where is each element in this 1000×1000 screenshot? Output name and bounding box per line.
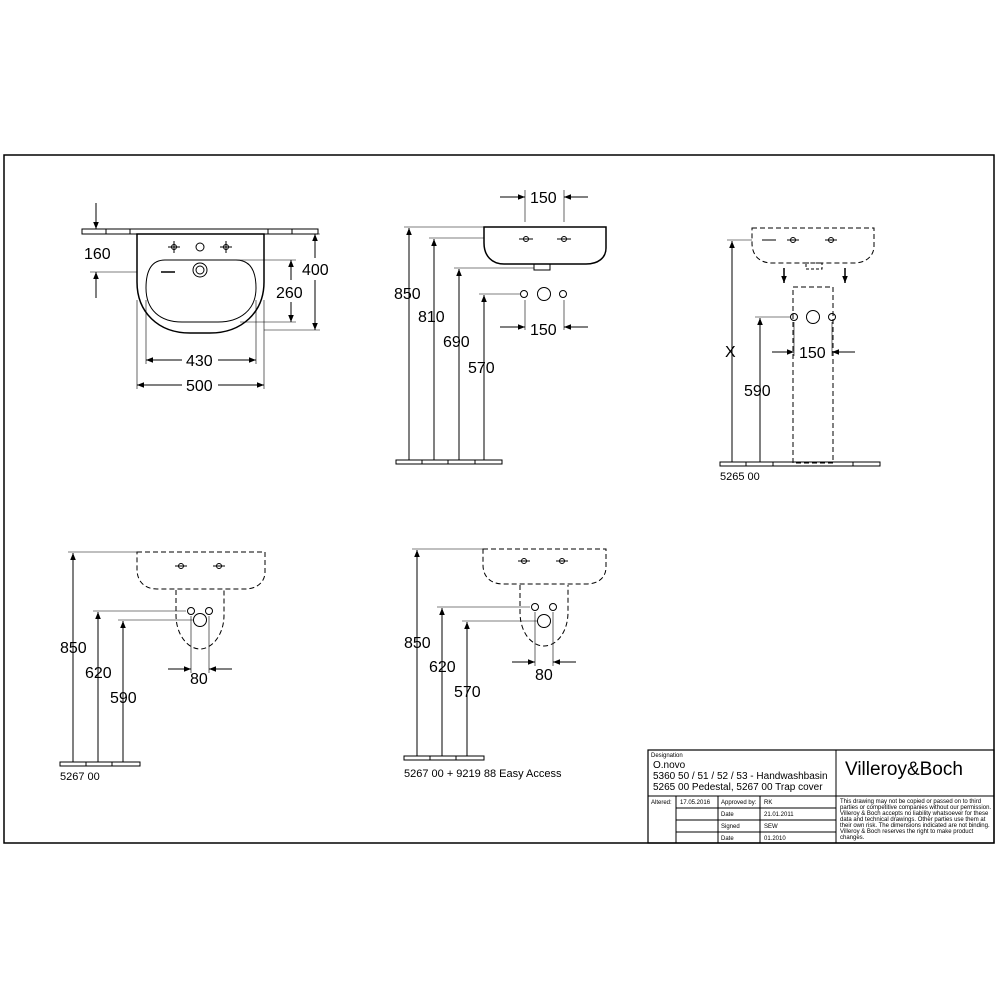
date2-label: Date [721,836,734,842]
dim-620-label: 620 [85,665,112,682]
tap-hole-icon [519,236,533,242]
dim-850-label: 850 [60,640,87,657]
easy-access-view [403,548,607,761]
altered-label: Altered: [651,800,672,806]
tap-hole-cross-icon [168,241,180,253]
tap-hole-icon [175,563,187,569]
supply-valve-icon [549,603,557,611]
brand-logo: Villeroy&Boch [845,759,963,780]
tap-hole-icon [195,242,205,252]
altered-date: 17.05.2016 [680,800,711,806]
dim-690-label: 690 [443,334,470,351]
dim-570-label: 570 [468,360,495,377]
disclaimer-line: their own risk. The dimensions indicated… [840,823,990,829]
tap-hole-icon [557,236,571,242]
dim-570-label: 570 [454,684,481,701]
waste-outlet-icon [193,613,207,627]
signed-label: Signed [721,824,740,830]
date-label: Date [721,812,734,818]
tap-hole-icon [518,558,530,564]
waste-outlet-icon [806,310,820,324]
dim-80-label: 80 [190,671,208,688]
basin-side-outline [483,226,607,265]
drawing-frame [3,154,995,844]
signed-value: SEW [764,824,778,830]
tap-hole-icon [787,237,799,243]
pedestal-code-label: 5265 00 [720,471,760,483]
basin-outline [136,233,265,334]
supply-valve-icon [559,290,567,298]
date-value: 21.01.2011 [764,812,794,818]
supply-valve-icon [520,290,528,298]
title-block [647,749,995,844]
trap-cover-dashed-outline [519,585,569,647]
dim-590-label: 590 [110,690,137,707]
dim-x-label: X [725,344,736,361]
product-name: O.novo [653,760,686,771]
dim-150-label: 150 [799,345,826,362]
approved-label: Approved by: [721,800,757,806]
trap-cover-view [59,551,266,767]
tap-hole-cross-icon [220,241,232,253]
approved-value: RK [764,800,772,806]
tap-hole-icon [213,563,225,569]
trap-cover-dashed-outline [175,590,225,650]
supply-valve-icon [790,313,798,321]
dim-150-bottom-label: 150 [530,322,557,339]
supply-valve-icon [205,607,213,615]
supply-valve-icon [828,313,836,321]
dim-850-label: 850 [394,286,421,303]
disclaimer-line: changes. [840,835,865,841]
basin-dashed-outline [136,551,266,590]
easy-access-code-label: 5267 00 + 9219 88 Easy Access [404,768,562,780]
basin-dashed-outline [751,227,875,264]
tap-hole-icon [825,237,837,243]
dim-80-label: 80 [535,667,553,684]
product-line-2: 5265 00 Pedestal, 5267 00 Trap cover [653,782,823,793]
date2-value: 01.2010 [764,836,786,842]
dim-400-label: 400 [302,262,329,279]
dim-260-label: 260 [276,285,303,302]
basin-bowl [145,259,257,323]
pedestal-view [719,227,881,467]
tap-hole-icon [556,558,568,564]
dim-430-label: 430 [186,353,213,370]
trap-cover-code-label: 5267 00 [60,771,100,783]
waste-outlet-icon [537,287,551,301]
dim-810-label: 810 [418,309,445,326]
dim-500-label: 500 [186,378,213,395]
disclaimer-line: parties or competitive companies without… [840,805,991,811]
product-line-1: 5360 50 / 51 / 52 / 53 - Handwashbasin [653,771,828,782]
pedestal-dashed-outline [792,286,834,464]
basin-dashed-outline [482,548,607,585]
waste-outlet-icon [537,614,551,628]
drain-icon [192,262,208,278]
disclaimer-line: This drawing may not be copied or passed… [840,799,981,805]
dim-590-label: 590 [744,383,771,400]
front-view [81,203,320,389]
supply-valve-icon [531,603,539,611]
supply-valve-icon [187,607,195,615]
disclaimer-line: data and technical drawings. Other parti… [840,817,986,823]
designation-label: Designation [651,753,683,759]
dim-620-label: 620 [429,659,456,676]
side-view [395,190,607,465]
disclaimer-line: Villeroy & Boch accepts no liability wha… [840,811,989,817]
disclaimer-line: Villeroy & Boch reserves the right to ma… [840,829,974,835]
dim-150-top-label: 150 [530,190,557,207]
dim-160-label: 160 [84,246,111,263]
dim-850-label: 850 [404,635,431,652]
